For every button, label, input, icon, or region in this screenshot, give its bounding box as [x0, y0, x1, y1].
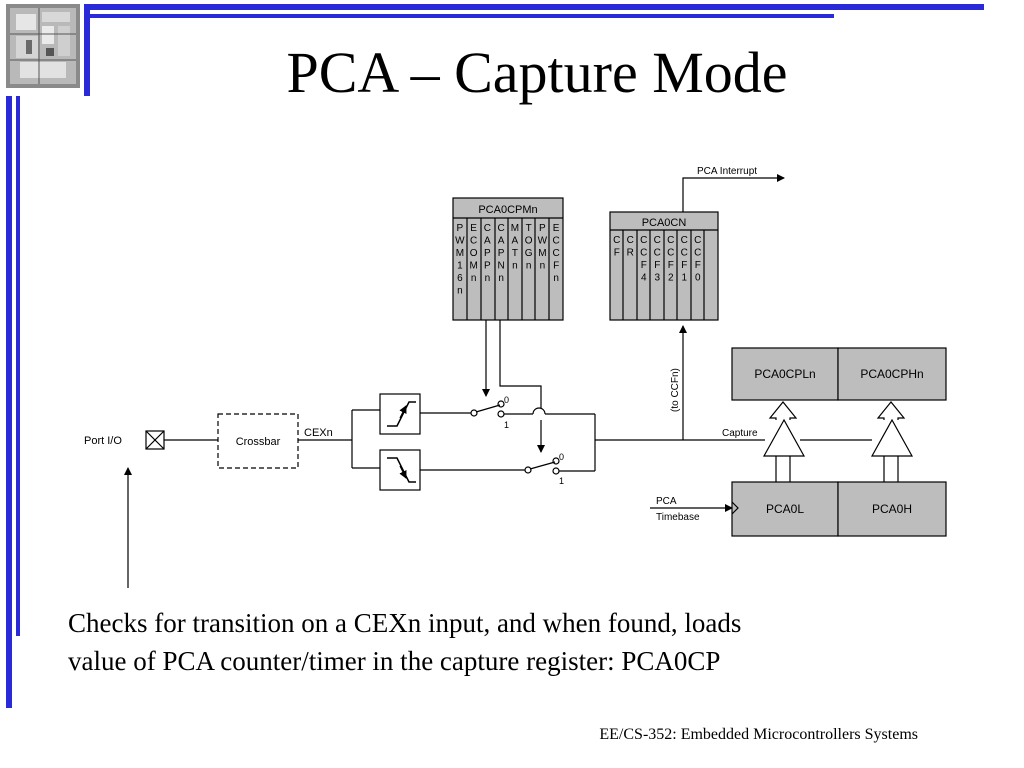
pca0cn-title: PCA0CN [642, 217, 687, 229]
slide-caption: Checks for transition on a CEXn input, a… [68, 604, 968, 680]
pca0h-label: PCA0H [872, 502, 912, 516]
pca0cphn-register [837, 347, 947, 401]
pca0cphn-label: PCA0CPHn [860, 367, 923, 381]
slide-title: PCA – Capture Mode [286, 40, 788, 105]
to-ccfn-label: (to CCFn) [670, 368, 681, 412]
switch-2-1-label: 1 [559, 476, 564, 486]
caption-line-2: value of PCA counter/timer in the captur… [68, 646, 721, 676]
frame-top-line [84, 4, 984, 10]
switch-1-1-label: 1 [504, 420, 509, 430]
switch-1-0-label: 0 [504, 395, 509, 405]
rising-edge-detector [379, 393, 421, 435]
slide-footer: EE/CS-352: Embedded Microcontrollers Sys… [599, 726, 918, 743]
switch-2-0-label: 0 [559, 452, 564, 462]
cexn-label: CEXn [304, 427, 333, 439]
pca0cn-register [609, 211, 719, 321]
pca-interrupt-label: PCA Interrupt [697, 166, 757, 177]
frame-left-line-inner [16, 96, 20, 636]
pca0h-register [837, 481, 947, 537]
chip-die-logo [6, 4, 80, 88]
capture-buffer-low [762, 418, 806, 457]
falling-edge-detector [379, 449, 421, 491]
pca0cpln-label: PCA0CPLn [754, 367, 815, 381]
capture-label: Capture [722, 428, 758, 439]
frame-corner-h [84, 4, 90, 96]
pca0cpmn-register [452, 197, 564, 321]
crossbar-label: Crossbar [236, 436, 281, 448]
caption-line-1: Checks for transition on a CEXn input, a… [68, 608, 742, 638]
pca-timebase-label-1: PCA [656, 496, 677, 507]
port-io-label: Port I/O [84, 435, 122, 447]
pca0cpmn-title: PCA0CPMn [478, 204, 537, 216]
frame-top-line-inner [84, 14, 834, 18]
frame-left-line [6, 96, 12, 708]
pca0l-label: PCA0L [766, 502, 804, 516]
crossbar-box [217, 413, 299, 469]
capture-buffer-high [870, 418, 914, 457]
pca-timebase-label-2: Timebase [656, 512, 700, 523]
